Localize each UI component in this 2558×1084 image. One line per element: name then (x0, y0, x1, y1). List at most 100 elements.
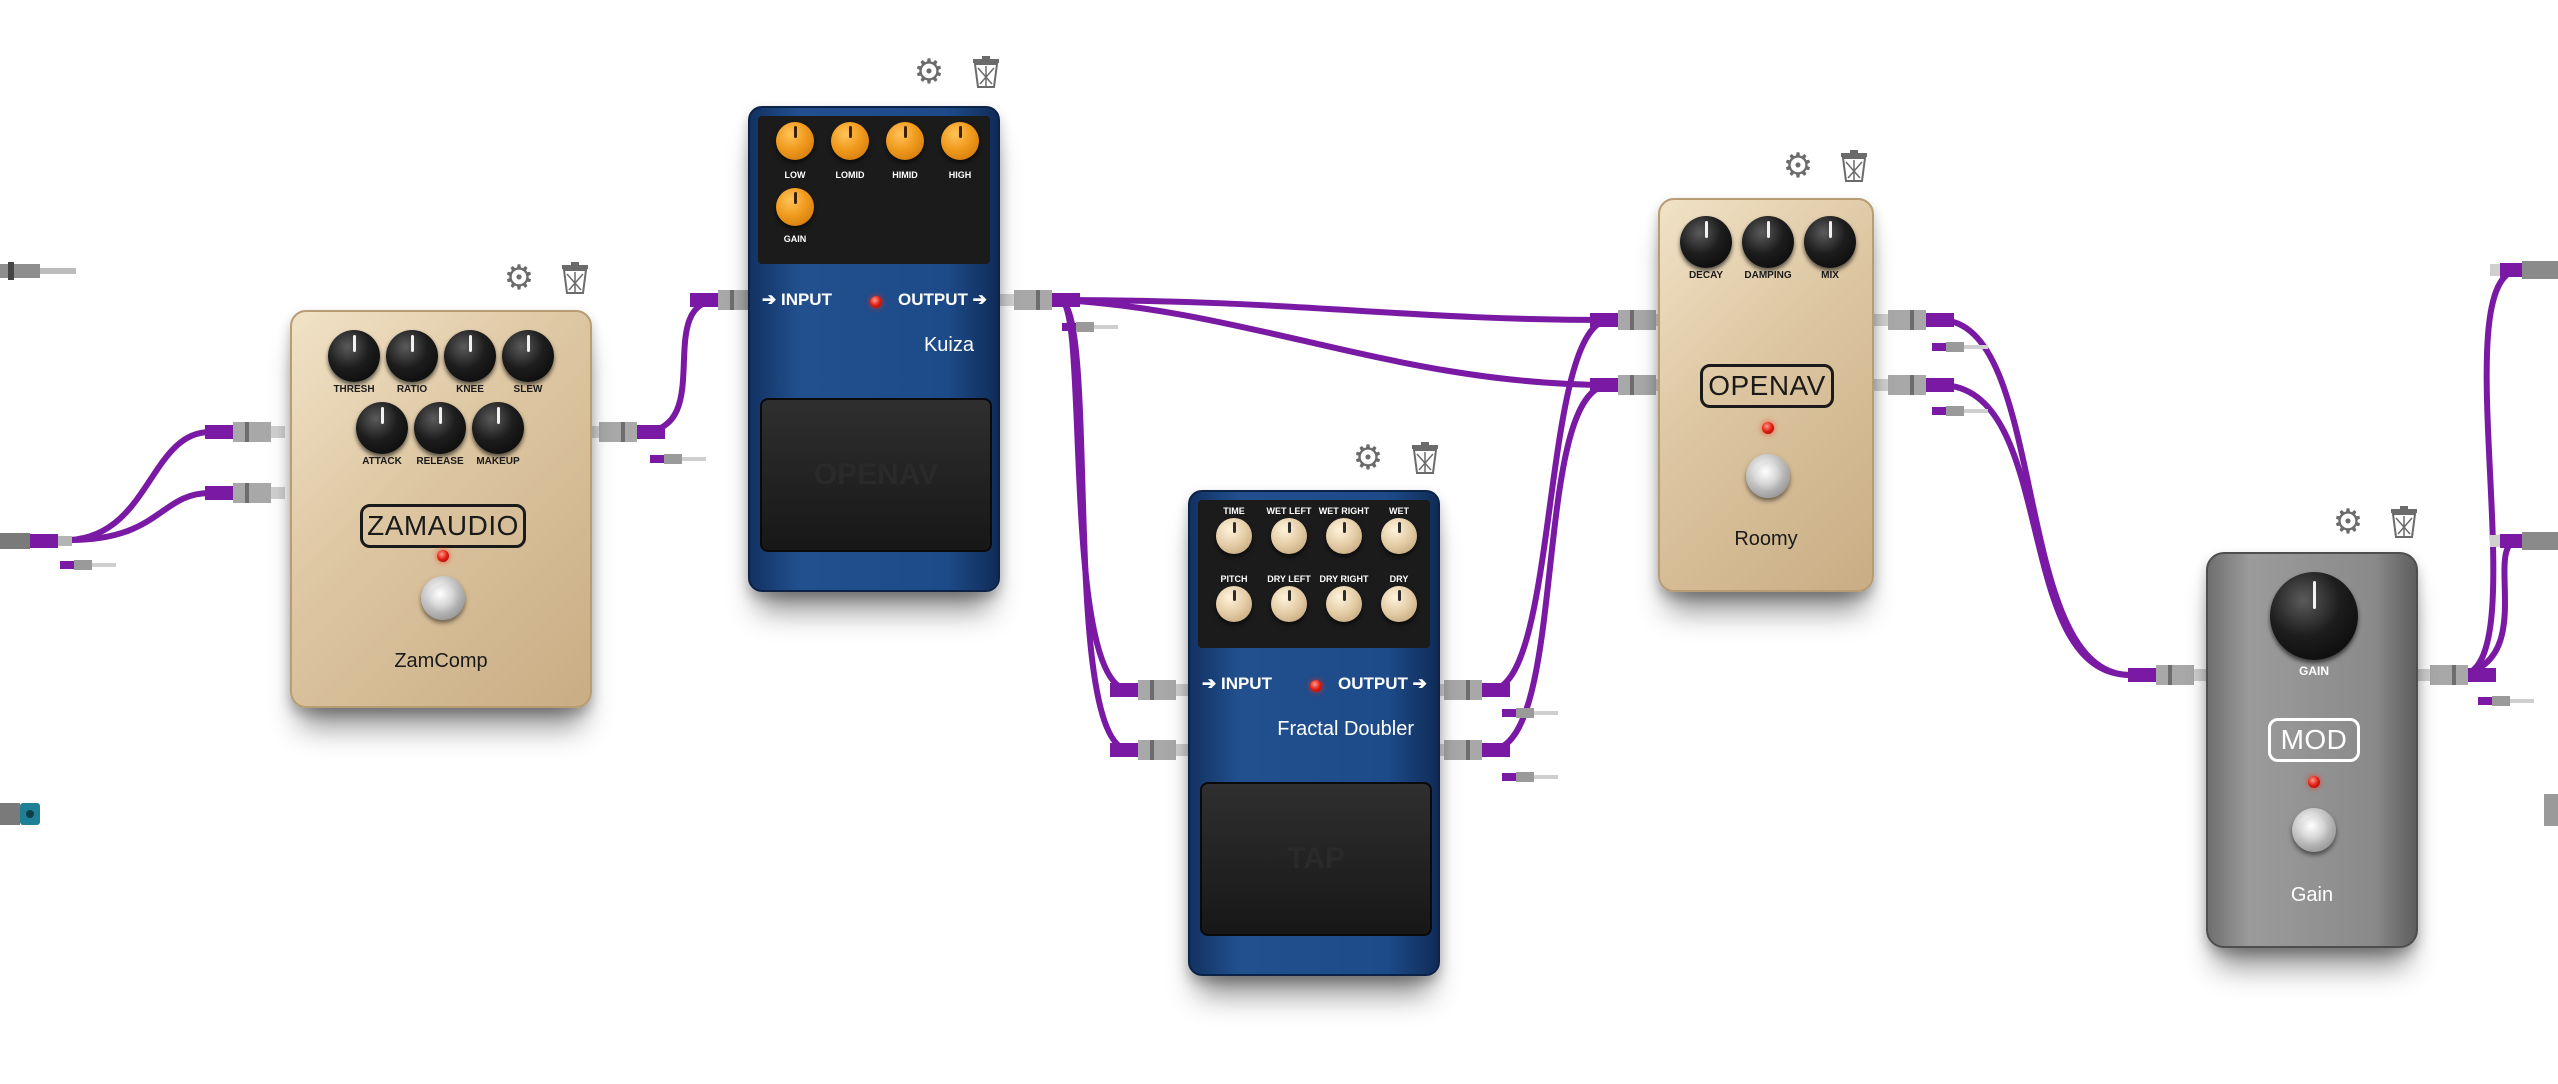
gain-output-plug-loose[interactable] (2478, 694, 2538, 708)
footswitch[interactable] (421, 576, 465, 620)
pedal-name: Fractal Doubler (1277, 718, 1414, 740)
knob-attack[interactable] (356, 402, 408, 454)
knob-time[interactable] (1216, 518, 1252, 554)
cable-gain-playback1 (2457, 267, 2523, 678)
knob-pitch[interactable] (1216, 586, 1252, 622)
zamcomp-output-plug-loose[interactable] (650, 452, 710, 466)
knob-damping[interactable] (1742, 216, 1794, 268)
roomy-output-plug-loose-1[interactable] (1932, 340, 1992, 354)
knob-high[interactable] (941, 122, 979, 160)
knob-makeup[interactable] (472, 402, 524, 454)
knob-ratio[interactable] (386, 330, 438, 382)
fractal-trash-icon[interactable] (1411, 442, 1439, 474)
kuiza-output[interactable] (1000, 288, 1080, 312)
knob-slew[interactable] (502, 330, 554, 382)
pedal-fractal-doubler[interactable]: TIME WET LEFT WET RIGHT WET PITCH DRY LE… (1188, 490, 1440, 976)
playback-jack-1[interactable] (2490, 255, 2558, 285)
gain-input[interactable] (2128, 663, 2208, 687)
roomy-gear-icon[interactable]: ⚙ (1782, 147, 1814, 185)
knob-label: HIMID (892, 170, 918, 180)
kuiza-gear-icon[interactable]: ⚙ (913, 53, 945, 91)
pedal-zamcomp[interactable]: THRESH RATIO KNEE SLEW ATTACK RELEASE MA… (290, 310, 592, 708)
knob-mix[interactable] (1804, 216, 1856, 268)
roomy-output-2[interactable] (1874, 373, 1954, 397)
roomy-output-plug-loose-2[interactable] (1932, 404, 1992, 418)
zamcomp-output[interactable] (585, 420, 665, 444)
knob-label: HIGH (948, 170, 972, 180)
knob-label: WET RIGHT (1318, 506, 1370, 516)
knob-decay[interactable] (1680, 216, 1732, 268)
roomy-output-1[interactable] (1874, 308, 1954, 332)
cable-capture1-zamcomp-in2 (67, 490, 213, 543)
knob-wet-left[interactable] (1271, 518, 1307, 554)
knob-dry[interactable] (1381, 586, 1417, 622)
knob-label: KNEE (456, 384, 484, 395)
playback-jack-2[interactable] (2490, 526, 2558, 556)
knob-label: DRY RIGHT (1319, 574, 1369, 584)
pedal-roomy[interactable]: DECAY DAMPING MIX OPENAV Roomy (1658, 198, 1874, 592)
knob-dry-left[interactable] (1271, 586, 1307, 622)
input-label: ➔ INPUT (1202, 674, 1272, 693)
footswitch-pad[interactable]: OPENAV (760, 398, 992, 552)
cable-kuiza-roomy-in1 (1057, 297, 1613, 323)
zamcomp-trash-icon[interactable] (561, 262, 589, 294)
kuiza-trash-icon[interactable] (972, 56, 1000, 88)
gain-trash-icon[interactable] (2390, 506, 2418, 538)
pedal-name: ZamComp (394, 650, 488, 672)
knob-thresh[interactable] (328, 330, 380, 382)
fractal-input-1[interactable] (1110, 678, 1190, 702)
knob-label: GAIN (783, 234, 807, 244)
knob-label: RATIO (396, 384, 428, 395)
brand-logo: ZAMAUDIO (360, 504, 526, 548)
knob-release[interactable] (414, 402, 466, 454)
knob-label: THRESH (333, 384, 375, 395)
knob-gain[interactable] (2270, 572, 2358, 660)
zamcomp-input-2[interactable] (205, 481, 285, 505)
capture-jack-1[interactable] (0, 250, 80, 290)
fractal-output-2[interactable] (1430, 738, 1510, 762)
zamcomp-gear-icon[interactable]: ⚙ (503, 259, 535, 297)
playback-jack-3[interactable] (2540, 790, 2558, 830)
knob-label: RELEASE (416, 456, 464, 467)
footswitch[interactable] (1746, 454, 1790, 498)
fractal-input-2[interactable] (1110, 738, 1190, 762)
fractal-output-1[interactable] (1430, 678, 1510, 702)
knob-wet[interactable] (1381, 518, 1417, 554)
knob-dry-right[interactable] (1326, 586, 1362, 622)
fractal-output-plug-loose-2[interactable] (1502, 770, 1562, 784)
pedal-name: Kuiza (923, 334, 974, 356)
knob-low[interactable] (776, 122, 814, 160)
knob-label: LOW (784, 170, 806, 180)
footswitch-pad[interactable]: TAP (1200, 782, 1432, 936)
capture-jack-2[interactable] (0, 526, 80, 556)
knob-lomid[interactable] (831, 122, 869, 160)
fractal-output-plug-loose-1[interactable] (1502, 706, 1562, 720)
knob-label: SLEW (513, 384, 543, 395)
cable-roomy-gain-1 (1937, 317, 2133, 678)
knob-label: DRY LEFT (1267, 574, 1311, 584)
fractal-gear-icon[interactable]: ⚙ (1352, 439, 1384, 477)
pedal-kuiza[interactable]: LOW LOMID HIMID HIGH GAIN ➔ INPUT OUTPUT… (748, 106, 1000, 592)
knob-gain[interactable] (776, 188, 814, 226)
knob-label: WET LEFT (1266, 506, 1312, 516)
gain-gear-icon[interactable]: ⚙ (2332, 503, 2364, 541)
knob-wet-right[interactable] (1326, 518, 1362, 554)
knob-himid[interactable] (886, 122, 924, 160)
midi-jack[interactable] (0, 795, 50, 831)
cable-roomy-gain-2 (1937, 382, 2133, 678)
cable-kuiza-roomy-in2 (1057, 297, 1613, 388)
zamcomp-input-1[interactable] (205, 420, 285, 444)
knob-label: DAMPING (1744, 270, 1792, 281)
roomy-trash-icon[interactable] (1840, 150, 1868, 182)
knob-knee[interactable] (444, 330, 496, 382)
cable-capture1-zamcomp-in1 (67, 429, 213, 543)
footswitch[interactable] (2292, 808, 2336, 852)
brand-logo: MOD (2268, 718, 2360, 762)
pedal-gain[interactable]: GAIN MOD Gain (2206, 552, 2418, 948)
capture-plug-loose[interactable] (60, 558, 120, 572)
kuiza-output-plug-loose[interactable] (1062, 320, 1122, 334)
bypass-led (1310, 680, 1322, 692)
gain-output[interactable] (2416, 663, 2496, 687)
pedal-name: Roomy (1734, 528, 1798, 550)
